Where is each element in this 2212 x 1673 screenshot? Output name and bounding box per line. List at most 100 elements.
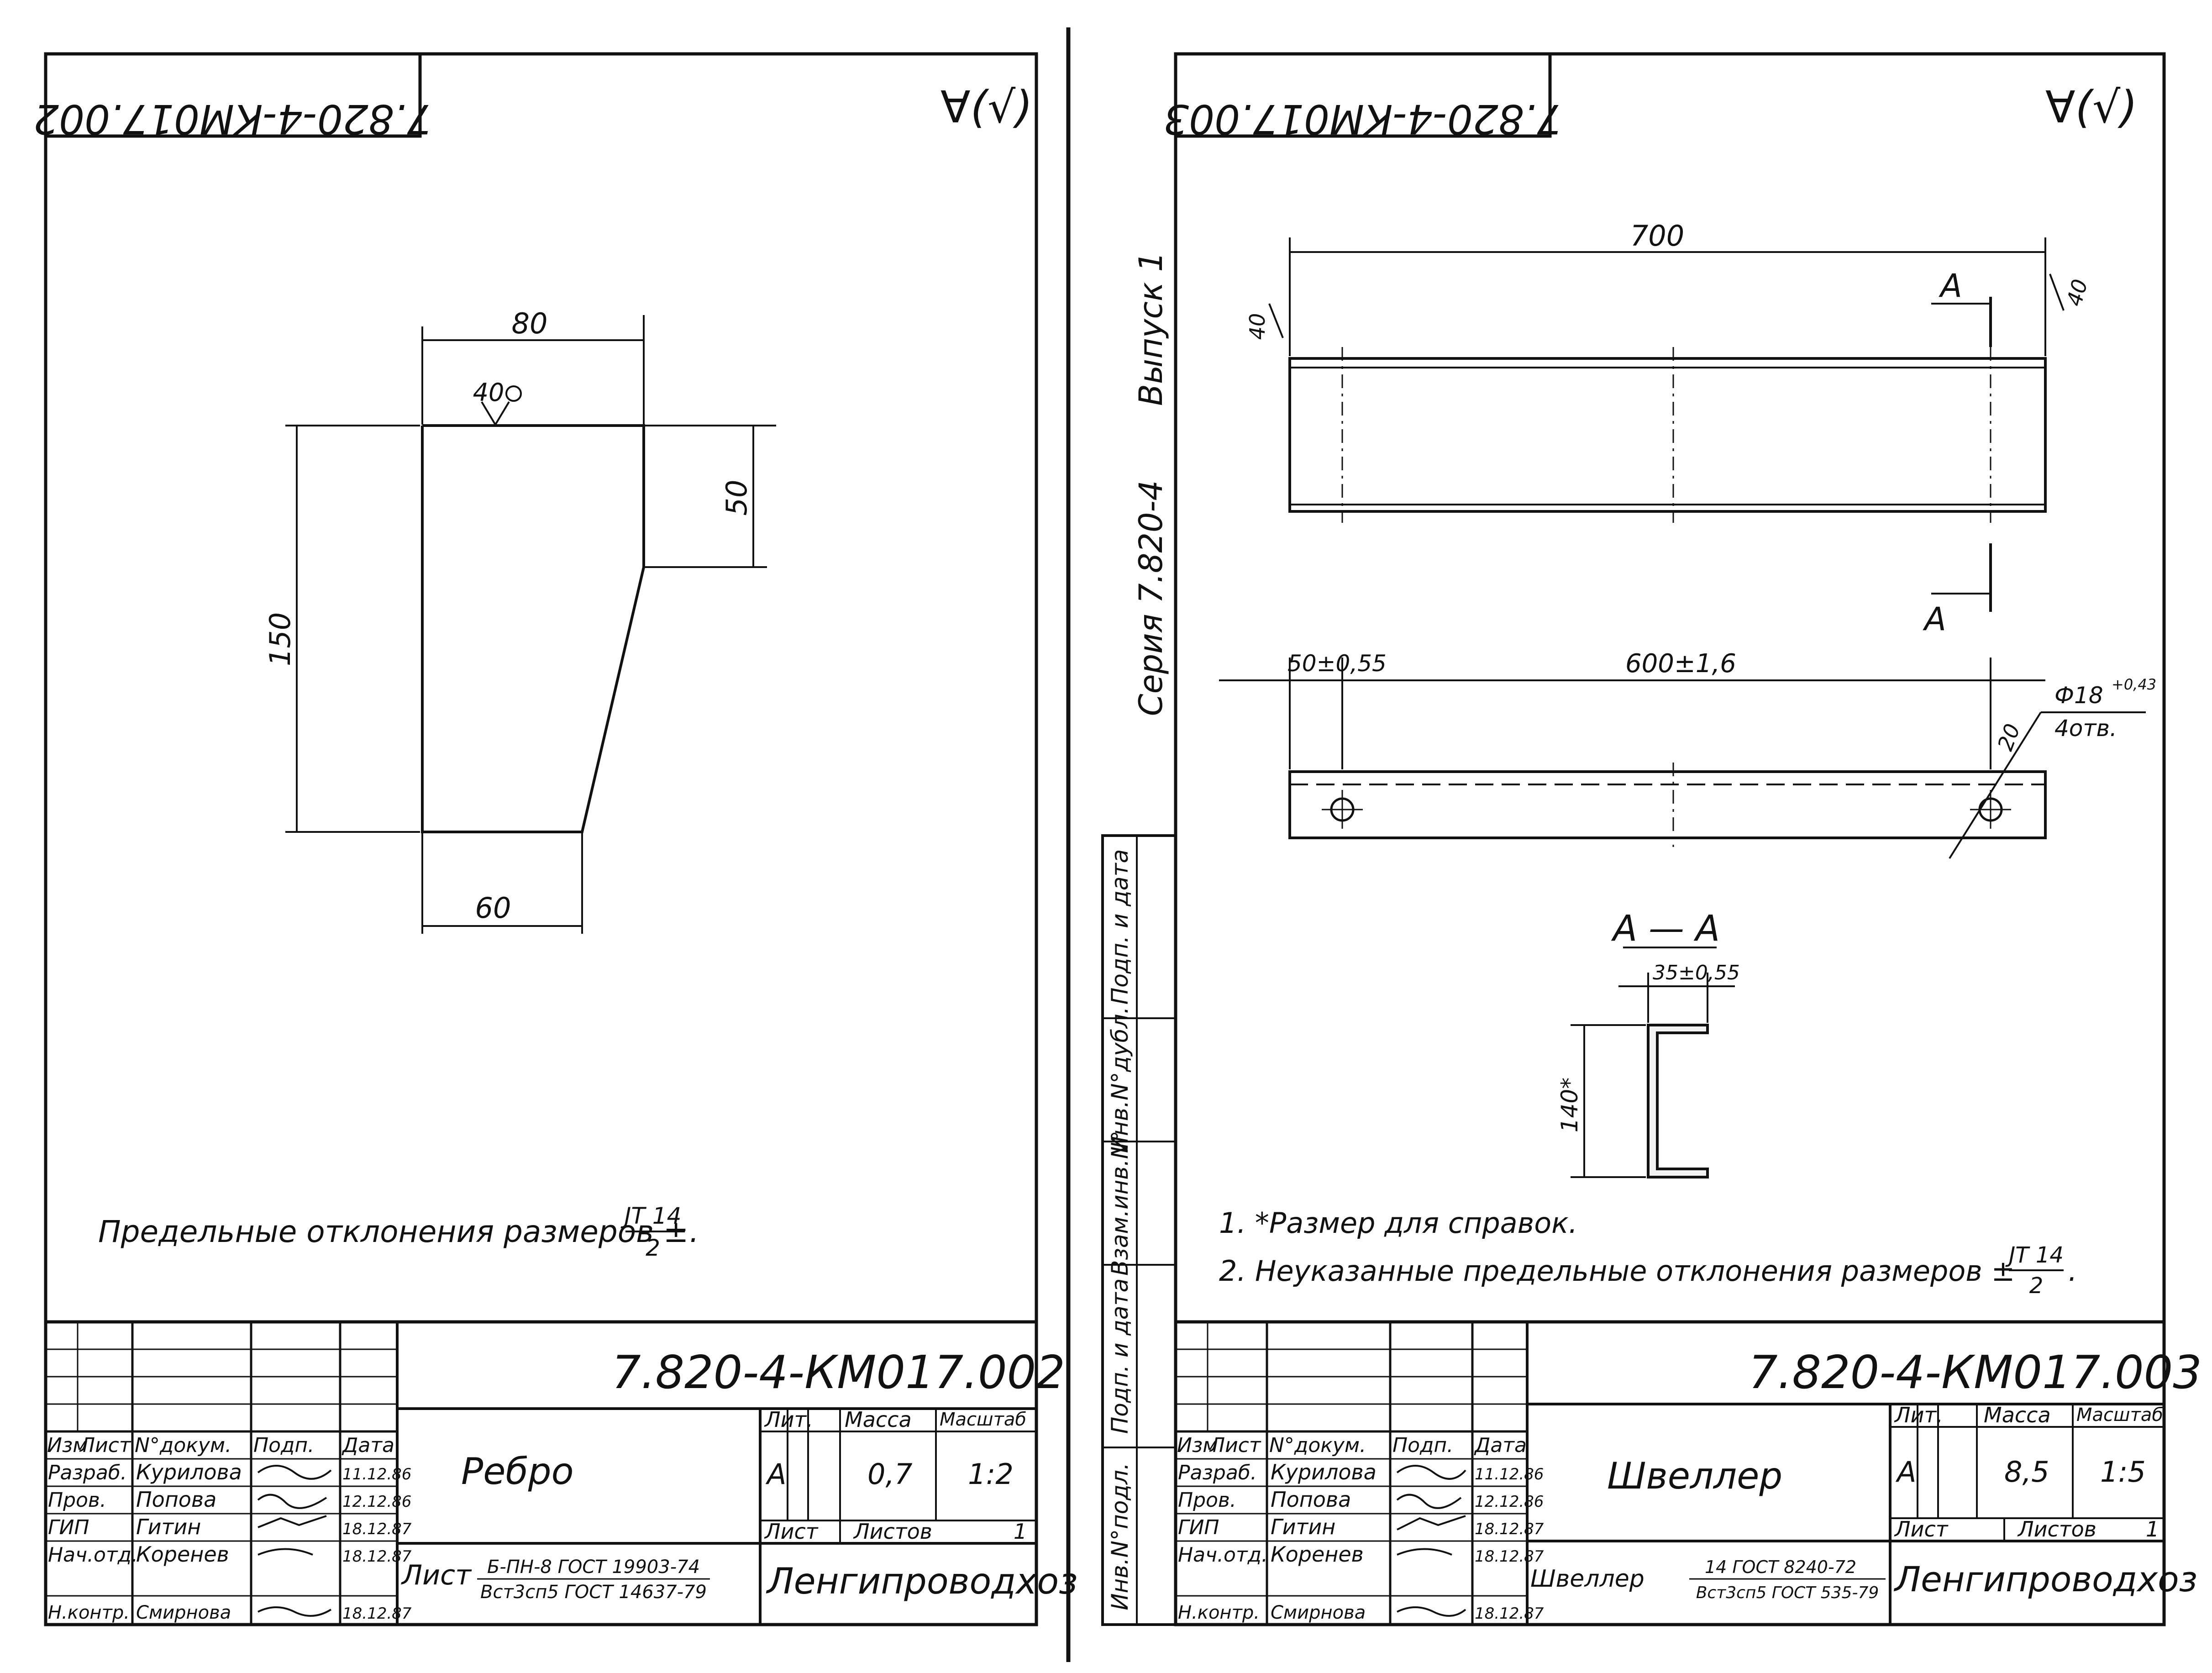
channel-section-profile [1647,1024,1709,1178]
right-role-2: Пров. [1178,1489,1236,1512]
section-title: А — А [1611,908,1720,949]
right-signature-1 [1396,1465,1466,1480]
right-role-4: Нач.отд. [1178,1543,1268,1567]
right-roughness-mark: ∀(√) [2045,82,2138,133]
right-lit-value: А [1895,1455,1916,1489]
right-mass-value: 8,5 [2004,1455,2049,1489]
left-person-5: Смирнова [136,1602,231,1623]
left-sheets-count: 1 [1014,1519,1027,1544]
right-signature-5 [1397,1606,1466,1617]
left-sheet: 7.820-4-КМ017.002 ∀(√) 80 40 150 50 60 П… [33,52,1078,1626]
left-hdr-sign: Подп. [253,1434,314,1457]
right-note-fraction-den: 2 [2029,1273,2044,1299]
dim-edge-label: 50±0,55 [1287,650,1387,677]
left-material-den: Вст3сп5 ГОСТ 14637-79 [480,1582,707,1603]
left-scale-label: Масштаб [940,1409,1026,1430]
right-signature-2 [1396,1494,1462,1509]
left-person-1: Курилова [136,1460,242,1484]
side-label-1: Подп. и дата [1107,849,1133,1005]
right-title-block [1174,1320,2166,1626]
right-sheets-count: 1 [2146,1517,2159,1541]
left-signature-3 [257,1515,327,1528]
left-tolerance-note: Предельные отклонения размеров ± [98,1214,688,1249]
flange-right-leader [2049,274,2065,311]
right-sheet: Подп. и дата Инв.N°дубл. Взам.инв.N° Под… [1101,52,2202,1626]
right-hdr-doc: N°докум. [1269,1434,1366,1457]
hole-leader [1949,711,2042,859]
right-lit-label: Лит. [1894,1403,1943,1427]
channel-top-view [1288,357,2047,513]
right-signature-4 [1397,1548,1452,1556]
left-doc-code: 7.820-4-КМ017.002 [612,1346,1065,1399]
left-role-3: ГИП [48,1516,89,1539]
right-scale-value: 1:5 [2100,1455,2146,1489]
right-note-1: 1. *Размер для справок. [1219,1206,1577,1240]
side-label-5: Инв.N°подл. [1107,1463,1133,1610]
dim-50-label: 50 [720,480,753,516]
left-part-name: Ребро [461,1450,574,1493]
weld-size-label: 40 [473,378,504,407]
left-lit-label: Лит. [764,1407,813,1432]
right-person-1: Курилова [1271,1460,1377,1484]
dim-pitch-label: 600±1,6 [1625,649,1736,679]
right-part-name: Швеллер [1607,1455,1782,1497]
side-issue: Выпуск 1 [1132,252,1170,406]
right-hdr-list: Лист [1209,1434,1261,1457]
right-hdr-izm: Изм [1177,1434,1218,1457]
right-date-5: 18.12.87 [1475,1605,1544,1623]
right-note-end: . [2068,1254,2077,1288]
dim-150-label: 150 [263,612,297,666]
left-person-3: Гитин [136,1515,201,1539]
left-signature-2 [257,1494,327,1509]
right-date-4: 18.12.87 [1475,1547,1544,1566]
hole-tol-label: +0,43 [2112,676,2156,693]
right-doc-code: 7.820-4-КМ017.003 [1749,1346,2202,1399]
right-scale-label: Масштаб [2076,1405,2163,1426]
channel-side-view [1288,770,2047,839]
left-hdr-date: Дата [342,1434,394,1457]
right-note-2: 2. Неуказанные предельные отклонения раз… [1219,1254,2015,1288]
right-date-3: 18.12.87 [1475,1520,1544,1538]
left-note-end: . [689,1214,699,1249]
left-roughness-mark: ∀(√) [940,82,1033,133]
right-material-prefix: Швеллер [1530,1565,1645,1593]
side-label-2: Инв.N°дубл. [1107,1007,1133,1153]
left-org-name: Ленгипроводхоз [766,1561,1078,1602]
dim-80-label: 80 [512,307,548,340]
left-signature-1 [257,1465,332,1480]
left-signature-5 [257,1606,332,1617]
right-stamp-code: 7.820-4-КМ017.003 [1163,95,1562,142]
left-hdr-izm: Изм [47,1434,88,1457]
cut-label-top: А [1939,267,1962,305]
right-mass-label: Масса [1984,1403,2051,1427]
right-person-3: Гитин [1271,1515,1335,1539]
cut-label-bottom: А [1923,600,1946,638]
left-stamp-box [44,52,422,138]
right-person-5: Смирнова [1271,1602,1366,1623]
right-person-4: Коренев [1271,1542,1364,1567]
left-date-2: 12.12.86 [342,1493,411,1511]
right-hdr-sign: Подп. [1392,1434,1453,1457]
right-sheets-label: Листов [2017,1517,2096,1541]
right-sheet-label: Лист [1894,1517,1949,1541]
right-side-strip [1101,834,1177,1626]
right-material-den: Вст3сп5 ГОСТ 535-79 [1696,1584,1879,1602]
left-date-3: 18.12.87 [342,1520,412,1538]
weld-leader [481,401,496,426]
left-sheet-label: Лист [764,1519,819,1544]
left-role-4: Нач.отд. [48,1543,138,1567]
weld-leader-2 [494,401,510,426]
left-date-5: 18.12.87 [342,1605,412,1623]
left-scale-value: 1:2 [968,1457,1014,1491]
left-role-2: Пров. [48,1489,106,1512]
left-material-prefix: Лист [401,1559,472,1591]
right-material-num: 14 ГОСТ 8240-72 [1705,1557,1856,1577]
flange-left-leader [1268,303,1284,338]
right-role-1: Разраб. [1178,1461,1257,1484]
left-hdr-doc: N°докум. [135,1434,231,1457]
right-role-5: Н.контр. [1178,1602,1260,1623]
left-mass-label: Масса [845,1407,912,1432]
left-role-1: Разраб. [48,1461,127,1484]
left-hdr-list: Лист [79,1434,131,1457]
